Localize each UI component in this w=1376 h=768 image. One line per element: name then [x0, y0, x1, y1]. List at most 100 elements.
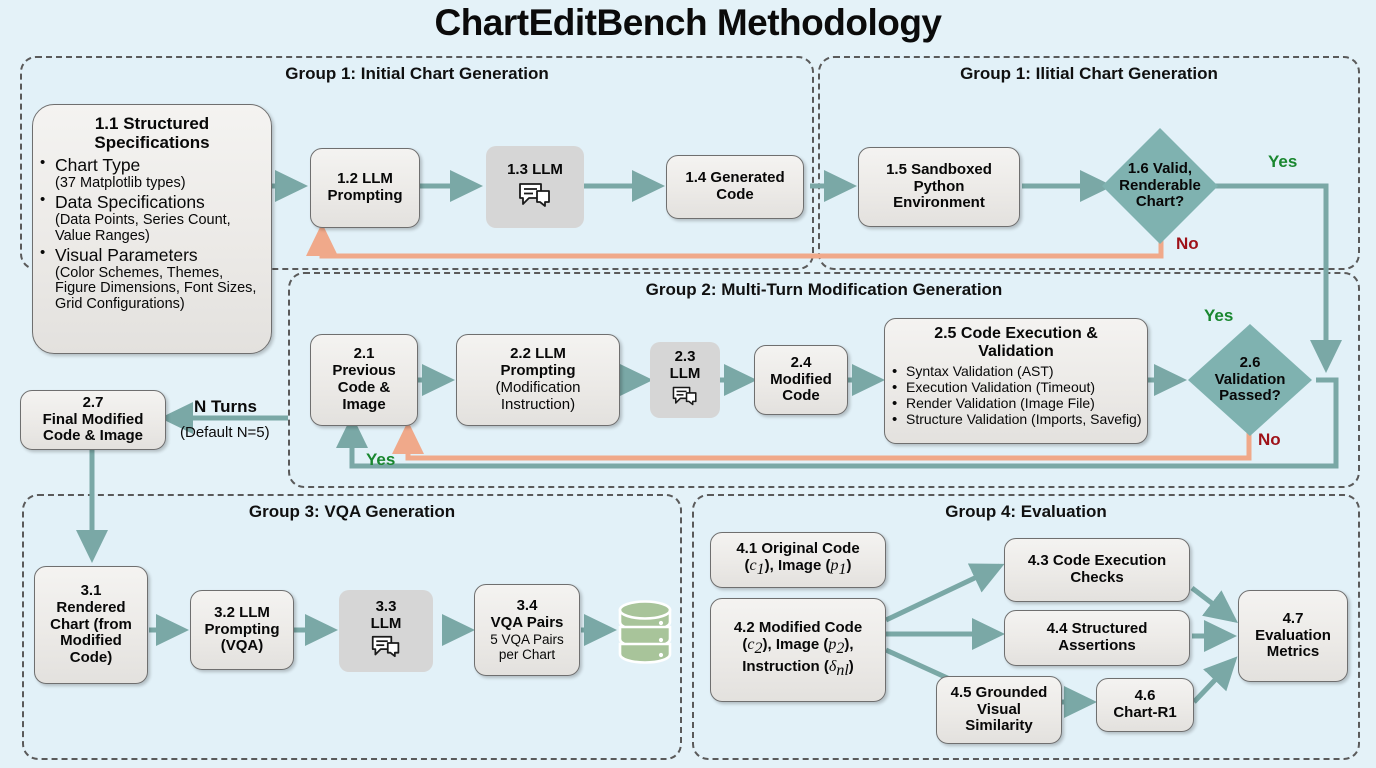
node-4-1-original-code-image[interactable]: 4.1 Original Code (c1), Image (p1)	[710, 532, 886, 588]
node-2-1-previous-code-image[interactable]: 2.1 Previous Code & Image	[310, 334, 418, 426]
list-item: Data Specifications (Data Points, Series…	[38, 192, 266, 244]
node-3-4-line1: 3.4	[516, 597, 538, 615]
node-4-1-line1: 4.1 Original Code	[736, 539, 860, 557]
node-2-7-line3: Code & Image	[42, 427, 144, 445]
node-4-1-line2: (c1), Image (p1)	[744, 557, 852, 579]
node-2-6-line1: 2.6	[1239, 353, 1261, 371]
node-1-6-line1: 1.6 Valid,	[1127, 159, 1193, 177]
node-3-1-line3: Chart (from	[50, 615, 132, 633]
node-2-4-line3: Code	[782, 387, 820, 405]
node-3-4-vqa-pairs[interactable]: 3.4 VQA Pairs 5 VQA Pairs per Chart	[474, 584, 580, 676]
node-1-5-line2: Python	[913, 177, 965, 195]
node-1-4-generated-code[interactable]: 1.4 Generated Code	[666, 155, 804, 219]
node-1-6-label: 1.6 Valid, Renderable Chart?	[1119, 159, 1201, 211]
node-1-2-llm-prompting[interactable]: 1.2 LLM Prompting	[310, 148, 420, 228]
node-3-1-line4: Modified	[60, 632, 122, 650]
node-2-1-line1: 2.1	[353, 345, 375, 363]
node-1-5-line1: 1.5 Sandboxed	[886, 160, 992, 178]
node-3-1-line1: 3.1	[80, 582, 102, 599]
node-2-2-line4: Instruction)	[500, 395, 576, 413]
node-1-6-line3: Chart?	[1135, 193, 1185, 211]
speech-bubbles-icon	[370, 635, 402, 663]
node-2-6-validation-passed[interactable]: 2.6 Validation Passed?	[1188, 324, 1312, 436]
node-3-2-llm-prompting-vqa[interactable]: 3.2 LLM Prompting (VQA)	[190, 590, 294, 670]
node-2-5-title-line2: Validation	[978, 342, 1054, 360]
node-1-5-sandboxed-python-environment[interactable]: 1.5 Sandboxed Python Environment	[858, 147, 1020, 227]
node-2-6-line2: Validation	[1214, 370, 1286, 388]
node-2-5-code-execution-validation[interactable]: 2.5 Code Execution & Validation Syntax V…	[884, 318, 1148, 444]
node-2-4-modified-code[interactable]: 2.4 Modified Code	[754, 345, 848, 415]
edge-label-n-turns-default: (Default N=5)	[180, 424, 270, 441]
database-cylinder-icon	[616, 598, 674, 669]
node-2-4-line1: 2.4	[790, 353, 812, 371]
node-3-3-llm[interactable]: 3.3 LLM	[339, 590, 433, 672]
node-4-7-line3: Metrics	[1266, 643, 1320, 661]
node-4-5-line3: Similarity	[965, 717, 1033, 735]
edge-label-yes-1: Yes	[1268, 152, 1298, 171]
node-1-5-line3: Environment	[893, 194, 985, 212]
node-4-4-line2: Assertions	[1058, 637, 1136, 654]
node-2-5-title-line1: 2.5 Code Execution &	[934, 325, 1098, 342]
group-1-left-title: Group 1: Initial Chart Generation	[285, 64, 549, 83]
edge-label-n-turns: N Turns	[194, 397, 257, 416]
node-3-1-rendered-chart[interactable]: 3.1 Rendered Chart (from Modified Code)	[34, 566, 148, 684]
node-4-2-line3: Instruction (δnl)	[742, 658, 854, 680]
list-item: Render Validation (Image File)	[890, 395, 1142, 412]
node-4-5-line1: 4.5 Grounded	[950, 683, 1048, 701]
group-2-title: Group 2: Multi-Turn Modification Generat…	[645, 280, 1003, 299]
group-4-title: Group 4: Evaluation	[945, 502, 1107, 521]
node-3-3-line2: LLM	[370, 614, 402, 632]
node-1-1-title-line1: 1.1 Structured	[94, 114, 210, 133]
node-4-5-line2: Visual	[977, 700, 1021, 718]
speech-bubbles-icon	[517, 182, 553, 213]
node-2-1-line3: Code &	[337, 379, 391, 396]
node-3-4-sub1: 5 VQA Pairs	[490, 631, 564, 647]
node-4-2-line2: (c2), Image (p2),	[742, 636, 854, 658]
node-2-2-llm-prompting-modification[interactable]: 2.2 LLM Prompting (Modification Instruct…	[456, 334, 620, 426]
node-1-4-line1: 1.4 Generated	[685, 169, 785, 187]
node-2-3-llm[interactable]: 2.3 LLM	[650, 342, 720, 418]
group-1-right-title: Group 1: Ilitial Chart Generation	[960, 64, 1218, 83]
node-4-5-grounded-visual-similarity[interactable]: 4.5 Grounded Visual Similarity	[936, 676, 1062, 744]
node-2-6-line3: Passed?	[1219, 387, 1281, 405]
list-item: Chart Type (37 Matplotlib types)	[38, 155, 266, 191]
node-1-3-llm[interactable]: 1.3 LLM	[486, 146, 584, 228]
node-1-6-valid-renderable-chart[interactable]: 1.6 Valid, Renderable Chart?	[1102, 128, 1218, 244]
node-3-1-line5: Code)	[69, 649, 113, 667]
node-3-4-line2: VQA Pairs	[490, 613, 564, 631]
edge-label-yes-2: Yes	[1204, 306, 1234, 325]
node-3-4-sub2: per Chart	[498, 646, 556, 662]
node-4-4-structured-assertions[interactable]: 4.4 Structured Assertions	[1004, 610, 1190, 666]
node-2-2-line2: Prompting	[500, 362, 576, 380]
node-2-7-line2: Final Modified	[42, 410, 144, 428]
node-2-6-label: 2.6 Validation Passed?	[1214, 353, 1286, 405]
node-1-4-line2: Code	[716, 186, 754, 203]
node-1-1-bullet-list: Chart Type (37 Matplotlib types) Data Sp…	[38, 155, 266, 314]
node-4-7-line1: 4.7	[1282, 609, 1304, 627]
node-3-2-line3: (VQA)	[220, 637, 264, 655]
list-item: Structure Validation (Imports, Savefig)	[890, 411, 1142, 428]
node-3-2-line2: Prompting	[204, 620, 280, 638]
list-item: Execution Validation (Timeout)	[890, 379, 1142, 396]
node-4-2-modified-code-image-instruction[interactable]: 4.2 Modified Code (c2), Image (p2), Inst…	[710, 598, 886, 702]
edge-label-no-2: No	[1258, 430, 1281, 449]
node-1-1-title-line2: Specifications	[94, 133, 210, 153]
node-4-7-evaluation-metrics[interactable]: 4.7 Evaluation Metrics	[1238, 590, 1348, 682]
node-2-3-line2: LLM	[669, 365, 701, 383]
node-1-2-line2: Prompting	[327, 187, 403, 204]
edge-label-no-1: No	[1176, 234, 1199, 253]
node-2-2-line1: 2.2 LLM	[510, 345, 566, 363]
node-1-6-line2: Renderable	[1119, 176, 1201, 194]
node-4-3-code-execution-checks[interactable]: 4.3 Code Execution Checks	[1004, 538, 1190, 602]
node-4-2-line1: 4.2 Modified Code	[733, 618, 863, 636]
speech-bubbles-icon	[671, 386, 699, 411]
node-2-3-line1: 2.3	[674, 348, 696, 366]
node-1-1-structured-specifications[interactable]: 1.1 Structured Specifications Chart Type…	[32, 104, 272, 354]
node-3-1-line2: Rendered	[56, 598, 126, 616]
node-4-6-chart-r1[interactable]: 4.6 Chart-R1	[1096, 678, 1194, 732]
node-2-7-final-modified-code-image[interactable]: 2.7 Final Modified Code & Image	[20, 390, 166, 450]
node-4-6-line2: Chart-R1	[1113, 704, 1177, 721]
node-2-7-line1: 2.7	[82, 393, 104, 411]
node-2-1-line4: Image	[342, 395, 386, 413]
